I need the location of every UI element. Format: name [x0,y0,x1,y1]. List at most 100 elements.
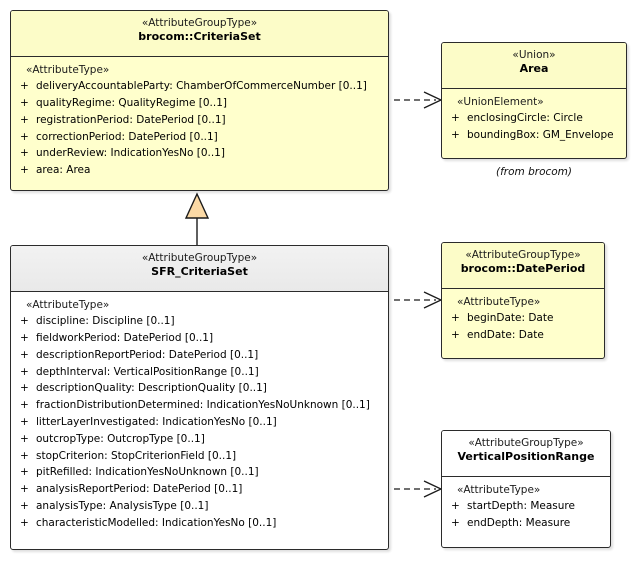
attribute-visibility: + [451,517,460,530]
attribute-signature: underReview: IndicationYesNo [0..1] [36,147,225,160]
attribute-signature: characteristicModelled: IndicationYesNo … [36,516,277,529]
attribute-row: + area: Area [15,162,384,179]
attribute-row: + depthInterval: VerticalPositionRange [… [15,364,384,381]
attribute-signature: fractionDistributionDetermined: Indicati… [36,399,370,412]
attribute-group-stereotype: «AttributeType» [457,296,541,308]
dependency-arrowhead [423,291,443,309]
attribute-row: + outcropType: OutcropType [0..1] [15,431,384,448]
class-body-area: «UnionElement» + enclosingCircle: Circle… [442,89,626,150]
attribute-visibility: + [451,329,460,342]
attribute-group-stereotype: «AttributeType» [26,299,110,311]
class-box-brocom-criteriaset[interactable]: «AttributeGroupType» brocom::CriteriaSet… [10,10,389,191]
attribute-row: + enclosingCircle: Circle [446,110,622,127]
class-header-brocom-criteriaset: «AttributeGroupType» brocom::CriteriaSet [11,11,388,57]
attribute-visibility: + [20,432,29,445]
generalization-sfr-to-criteriaset [184,192,210,245]
attribute-row: + discipline: Discipline [0..1] [15,313,384,330]
class-header-brocom-dateperiod: «AttributeGroupType» brocom::DatePeriod [442,243,604,289]
attribute-signature: outcropType: OutcropType [0..1] [36,432,205,445]
class-name: brocom::CriteriaSet [138,30,261,44]
class-box-brocom-dateperiod[interactable]: «AttributeGroupType» brocom::DatePeriod … [441,242,605,359]
class-header-sfr-criteriaset: «AttributeGroupType» SFR_CriteriaSet [11,246,388,292]
class-name: SFR_CriteriaSet [151,265,248,279]
attribute-signature: stopCriterion: StopCriterionField [0..1] [36,449,237,462]
attribute-row: + endDepth: Measure [446,515,606,532]
class-stereotype: «AttributeGroupType» [141,17,258,29]
attribute-visibility: + [20,164,29,177]
attribute-visibility: + [20,315,29,328]
attribute-signature: pitRefilled: IndicationYesNoUnknown [0..… [36,466,259,479]
attribute-visibility: + [20,348,29,361]
class-header-vertical-position-range: «AttributeGroupType» VerticalPositionRan… [442,431,610,477]
attribute-visibility: + [451,112,460,125]
attribute-row: + descriptionReportPeriod: DatePeriod [0… [15,347,384,364]
class-body-sfr-criteriaset: «AttributeType» + discipline: Discipline… [11,292,388,538]
package-note-area: (from brocom) [495,166,573,178]
attribute-row: + correctionPeriod: DatePeriod [0..1] [15,129,384,146]
attribute-row: + registrationPeriod: DatePeriod [0..1] [15,112,384,129]
attribute-row: + underReview: IndicationYesNo [0..1] [15,145,384,162]
attribute-row: + endDate: Date [446,327,600,344]
attribute-signature: discipline: Discipline [0..1] [36,315,175,328]
attribute-signature: endDate: Date [467,329,544,342]
dependency-sfr-to-dateperiod [394,291,443,309]
class-box-area[interactable]: «Union» Area «UnionElement» + enclosingC… [441,42,627,159]
attribute-signature: descriptionReportPeriod: DatePeriod [0..… [36,348,259,361]
attribute-signature: beginDate: Date [467,312,554,325]
attribute-group-stereotype: «AttributeType» [457,484,541,496]
attribute-signature: registrationPeriod: DatePeriod [0..1] [36,113,226,126]
attribute-visibility: + [20,466,29,479]
class-body-brocom-dateperiod: «AttributeType» + beginDate: Date + endD… [442,289,604,350]
class-stereotype: «AttributeGroupType» [468,437,584,449]
union-element-stereotype: «UnionElement» [457,96,544,108]
attribute-signature: analysisType: AnalysisType [0..1] [36,500,209,513]
attribute-signature: correctionPeriod: DatePeriod [0..1] [36,130,218,143]
attribute-visibility: + [20,516,29,529]
dependency-arrowhead [423,480,443,498]
attribute-visibility: + [20,416,29,429]
attribute-visibility: + [20,483,29,496]
attribute-visibility: + [20,500,29,513]
attribute-visibility: + [20,147,29,160]
dependency-criteriaset-to-area [394,91,443,109]
class-name: brocom::DatePeriod [460,262,586,276]
attribute-row: + characteristicModelled: IndicationYesN… [15,515,384,532]
attribute-signature: qualityRegime: QualityRegime [0..1] [36,97,227,110]
attribute-group-stereotype: «AttributeType» [26,64,110,76]
class-box-sfr-criteriaset[interactable]: «AttributeGroupType» SFR_CriteriaSet «At… [10,245,389,550]
attribute-signature: boundingBox: GM_Envelope [467,129,614,142]
attribute-row: + deliveryAccountableParty: ChamberOfCom… [15,78,384,95]
attribute-row: + litterLayerInvestigated: IndicationYes… [15,414,384,431]
class-header-area: «Union» Area [442,43,626,89]
attribute-visibility: + [20,365,29,378]
attribute-row: + analysisReportPeriod: DatePeriod [0..1… [15,481,384,498]
attribute-visibility: + [20,332,29,345]
attribute-visibility: + [20,449,29,462]
attribute-signature: startDepth: Measure [467,500,575,513]
attribute-visibility: + [20,130,29,143]
class-name: Area [519,62,549,76]
attribute-row: + beginDate: Date [446,310,600,327]
attribute-row: + descriptionQuality: DescriptionQuality… [15,380,384,397]
attribute-row: + stopCriterion: StopCriterionField [0..… [15,448,384,465]
attribute-visibility: + [20,399,29,412]
attribute-visibility: + [20,382,29,395]
attribute-signature: analysisReportPeriod: DatePeriod [0..1] [36,483,243,496]
attribute-visibility: + [20,113,29,126]
attribute-row: + pitRefilled: IndicationYesNoUnknown [0… [15,464,384,481]
class-stereotype: «AttributeGroupType» [465,249,581,261]
dependency-sfr-to-verticalpositionrange [394,480,443,498]
attribute-row: + fieldworkPeriod: DatePeriod [0..1] [15,330,384,347]
class-box-vertical-position-range[interactable]: «AttributeGroupType» VerticalPositionRan… [441,430,611,548]
attribute-signature: descriptionQuality: DescriptionQuality [… [36,382,267,395]
attribute-signature: enclosingCircle: Circle [467,112,583,125]
class-name: VerticalPositionRange [457,450,595,464]
attribute-visibility: + [451,500,460,513]
class-stereotype: «AttributeGroupType» [141,252,258,264]
generalization-arrowhead [184,192,210,219]
attribute-visibility: + [20,80,29,93]
class-stereotype: «Union» [512,49,556,61]
attribute-signature: depthInterval: VerticalPositionRange [0.… [36,365,259,378]
attribute-row: + analysisType: AnalysisType [0..1] [15,498,384,515]
